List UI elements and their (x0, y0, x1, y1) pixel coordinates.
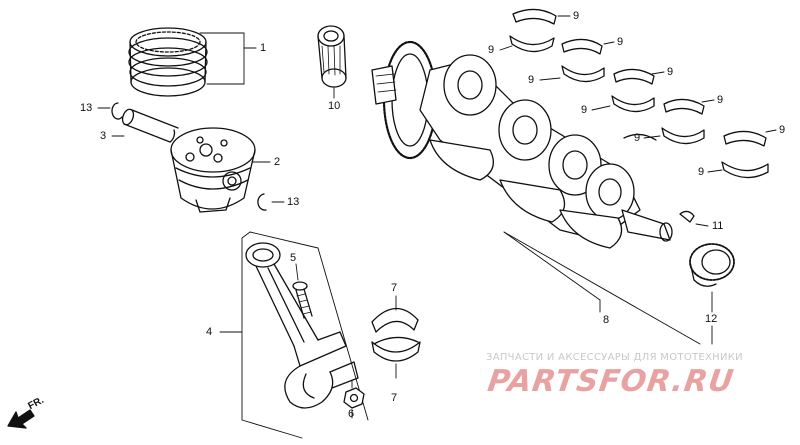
needle-bearing (317, 25, 347, 99)
callout-9: 9 (698, 166, 705, 178)
callout-9: 9 (634, 132, 641, 144)
rod-bearing-upper (371, 295, 419, 333)
callout-11: 11 (712, 220, 724, 232)
callout-3: 3 (100, 130, 107, 142)
connecting-rod (245, 242, 359, 409)
callout-9: 9 (581, 104, 588, 116)
piston (170, 127, 271, 213)
callout-13-lower: 13 (287, 196, 300, 208)
callout-9: 9 (779, 124, 786, 136)
callout-13-upper: 13 (80, 102, 93, 114)
watermark-caption: ЗАПЧАСТИ И АКСЕССУАРЫ ДЛЯ МОТОТЕХНИКИ (486, 352, 743, 363)
callout-8: 8 (603, 314, 610, 326)
callout-9: 9 (488, 44, 495, 56)
callout-6: 6 (348, 408, 355, 420)
callout-9: 9 (573, 10, 580, 22)
rod-bearing-lower (371, 336, 421, 379)
piston-pin-clip-lower (257, 193, 285, 211)
callout-9: 9 (617, 36, 624, 48)
callout-2: 2 (274, 156, 281, 168)
callout-9: 9 (667, 66, 674, 78)
piston-ring-set (128, 27, 208, 97)
callout-9: 9 (528, 74, 535, 86)
watermark-logo: PARTSFOR.RU (485, 364, 737, 399)
callout-10: 10 (328, 100, 341, 112)
callout-1: 1 (260, 42, 267, 54)
rod-bolt (292, 263, 313, 319)
ball-bearing (503, 231, 735, 345)
piston-pin-clip-upper (97, 102, 123, 120)
woodruff-key (679, 210, 709, 227)
callout-9: 9 (717, 94, 724, 106)
crankshaft (371, 40, 673, 313)
rod-nut (343, 379, 365, 419)
callout-5: 5 (290, 252, 297, 264)
main-bearing-set (499, 8, 777, 179)
callout-7-upper: 7 (391, 282, 398, 294)
piston-pin (111, 108, 179, 143)
leader-lines-1 (199, 32, 257, 85)
callout-4: 4 (206, 326, 213, 338)
callout-7-lower: 7 (391, 392, 398, 404)
callout-12: 12 (705, 313, 718, 325)
front-direction-arrow-icon (7, 409, 35, 429)
